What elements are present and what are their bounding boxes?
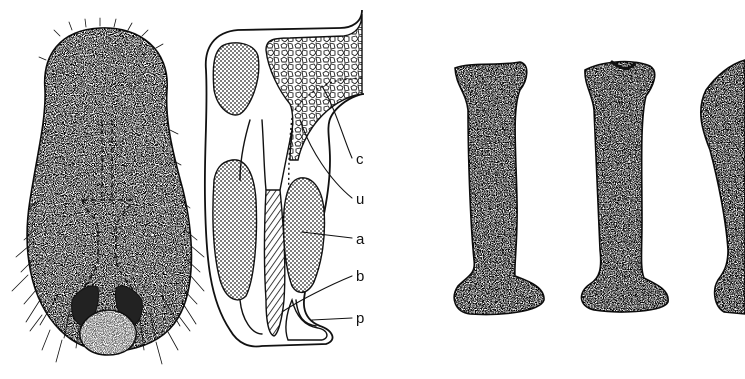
label-u: u (356, 191, 364, 208)
lobe-left-lower (213, 160, 257, 300)
label-c: c (356, 151, 364, 168)
section-view: c u a b p (205, 10, 365, 346)
lobe-a (283, 178, 324, 293)
rod-b (265, 190, 285, 336)
label-p: p (356, 310, 364, 327)
rod-views (454, 60, 745, 314)
hairy-process-view (12, 18, 204, 364)
label-a: a (356, 231, 365, 248)
leader-p (312, 318, 352, 320)
label-b: b (356, 268, 364, 285)
